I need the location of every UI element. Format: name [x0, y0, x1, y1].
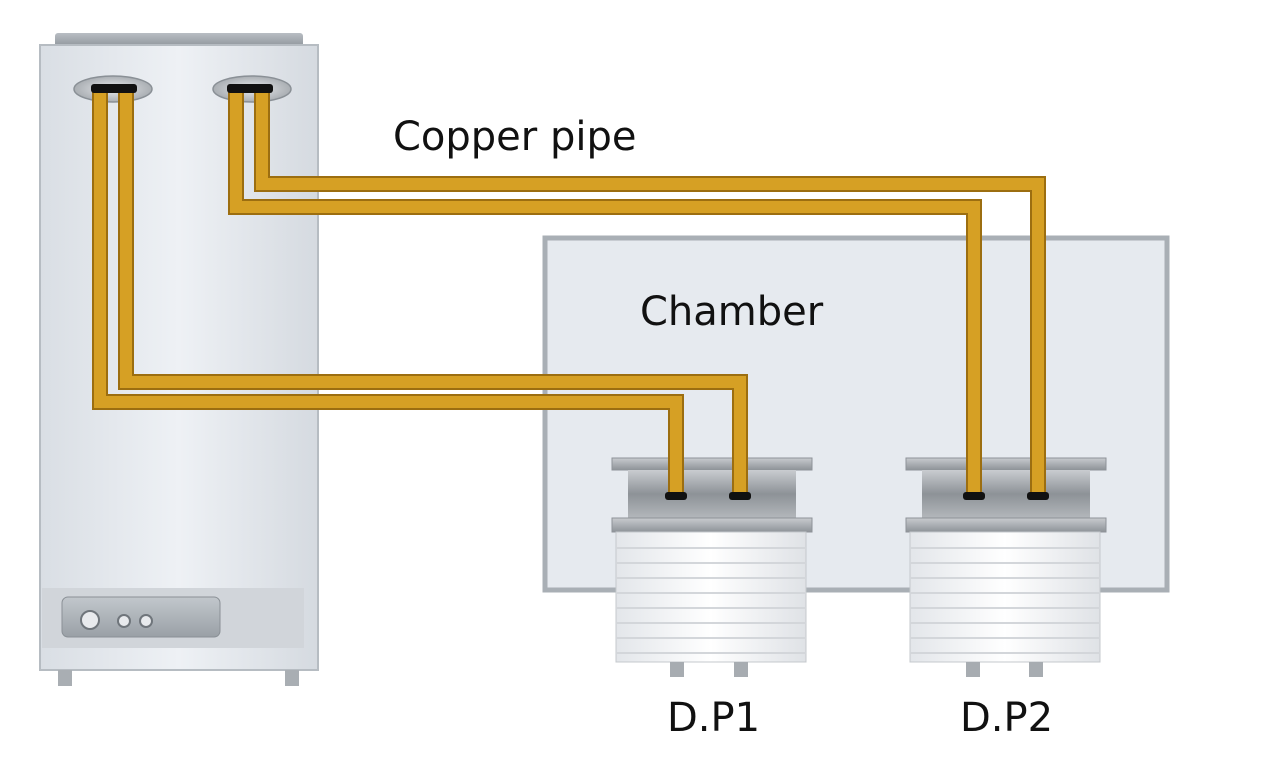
pump-port: [734, 662, 748, 677]
cabinet-foot: [285, 670, 299, 686]
copper-pipe-label: Copper pipe: [393, 114, 637, 160]
copper-pipe-dp1-inner: [118, 90, 748, 497]
pump-port: [966, 662, 980, 677]
dp2-label: D.P2: [960, 695, 1054, 741]
pump-dp2: [905, 457, 1107, 677]
indicator-light-icon: [139, 614, 153, 628]
cooling-unit: [39, 33, 319, 686]
power-switch-icon: [80, 610, 100, 630]
pump-port: [1029, 662, 1043, 677]
control-panel: [61, 596, 221, 638]
pump-port: [670, 662, 684, 677]
copper-pipes: [91, 84, 1049, 500]
indicator-light-icon: [117, 614, 131, 628]
dp1-label: D.P1: [667, 695, 761, 741]
copper-pipe-dp2-outer: [228, 90, 982, 497]
cabinet-foot: [58, 670, 72, 686]
chamber-label: Chamber: [640, 289, 824, 335]
copper-pipe-dp2-inner: [254, 90, 1046, 497]
copper-pipe-dp1-outer: [92, 90, 684, 497]
pump-dp1: [611, 457, 813, 677]
